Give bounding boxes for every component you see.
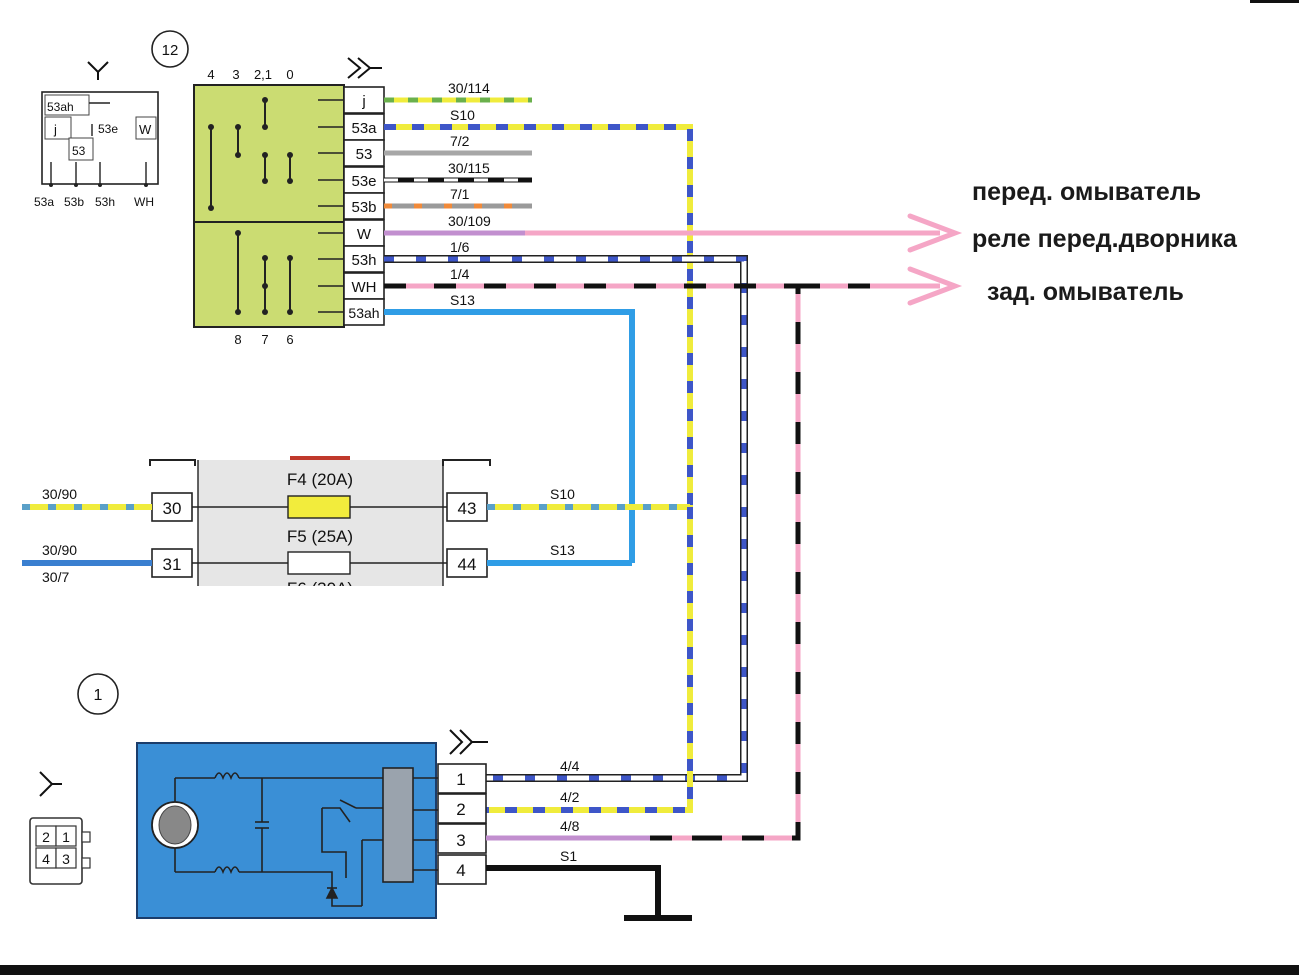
wire-label-7-1: 7/1 xyxy=(450,186,470,202)
steering-column-switch: 12 4 3 2,1 0 8 7 xyxy=(151,30,385,347)
pin-j: j xyxy=(361,93,365,110)
fuse-block: F4 (20A) F5 (25A) F6 (30A) 30 31 43 44 xyxy=(149,456,491,598)
switch-top-4: 4 xyxy=(207,67,214,82)
motor-conn-3: 3 xyxy=(62,851,70,867)
fuse-f5 xyxy=(287,551,351,575)
motor-conn-4: 4 xyxy=(42,851,50,867)
conn-bottom-53h: 53h xyxy=(95,195,115,209)
motor-conn-1: 1 xyxy=(62,829,70,845)
conn-cell-j: j xyxy=(53,122,57,137)
wire-label-30-114: 30/114 xyxy=(448,80,490,96)
wire-label-4-2: 4/2 xyxy=(560,789,580,805)
fuse-pin-31: 31 xyxy=(163,555,182,574)
fuse-pin-30: 30 xyxy=(163,499,182,518)
wire-label-7-2: 7/2 xyxy=(450,133,470,149)
fuse-f6-partial: F6 (30A) xyxy=(287,579,353,598)
motor-pin-2: 2 xyxy=(456,800,465,819)
switch-bottom-7: 7 xyxy=(261,332,268,347)
switch-top-0: 0 xyxy=(286,67,293,82)
pin-53h: 53h xyxy=(351,252,376,269)
fuse-pin-43: 43 xyxy=(458,499,477,518)
pin-53: 53 xyxy=(356,146,373,163)
wire-label-30-115: 30/115 xyxy=(448,160,490,176)
switch-top-3: 3 xyxy=(232,67,239,82)
wire-s13-switch xyxy=(384,309,635,563)
wire-label-s13-fuse: S13 xyxy=(550,542,575,558)
label-front-wiper-relay: реле перед.дворника xyxy=(972,225,1238,253)
conn-bottom-WH: WH xyxy=(134,195,154,209)
wire-label-s10-top: S10 xyxy=(450,107,475,123)
fuse-pin-44: 44 xyxy=(458,555,477,574)
wire-label-30-109: 30/109 xyxy=(448,213,491,229)
arrow-rear-washer xyxy=(907,266,963,306)
ground-wire xyxy=(486,865,692,921)
label-front-washer: перед. омыватель xyxy=(972,178,1201,206)
motor-ref: 1 xyxy=(94,687,103,704)
conn-cell-W: W xyxy=(139,122,152,137)
wire-label-1-4: 1/4 xyxy=(450,266,470,282)
wire-label-1-6: 1/6 xyxy=(450,239,470,255)
fuse-wires: 30/90 30/90 30/7 S10 S13 xyxy=(22,486,690,585)
pin-W: W xyxy=(357,226,372,243)
fuse-f4 xyxy=(287,495,351,519)
motor-pin-3: 3 xyxy=(456,831,465,850)
conn-bottom-53a: 53a xyxy=(34,195,54,209)
pin-53e: 53e xyxy=(351,173,376,190)
wire-4-2 xyxy=(486,507,693,813)
conn-cell-53: 53 xyxy=(72,144,86,158)
arrow-front-wiper-relay xyxy=(907,213,963,253)
wire-label-s1: S1 xyxy=(560,848,577,864)
top-right-mark xyxy=(1250,0,1299,3)
wire-label-s13-top: S13 xyxy=(450,292,475,308)
switch-connector-view: 53ah j 53e W 53 53a 53b 53h WH xyxy=(34,61,159,209)
pin-WH: WH xyxy=(352,279,377,296)
conn-cell-53ah: 53ah xyxy=(47,100,74,114)
switch-top-21: 2,1 xyxy=(254,67,272,82)
switch-bottom-8: 8 xyxy=(234,332,241,347)
switch-bottom-6: 6 xyxy=(286,332,293,347)
switch-ref: 12 xyxy=(162,42,179,59)
conn-bottom-53b: 53b xyxy=(64,195,84,209)
bottom-bar xyxy=(0,965,1299,975)
wire-label-30-90-a: 30/90 xyxy=(42,486,77,502)
motor-conn-2: 2 xyxy=(42,829,50,845)
wire-label-4-4: 4/4 xyxy=(560,758,580,774)
pin-53b: 53b xyxy=(351,199,376,216)
motor-control-module xyxy=(382,767,414,883)
switch-wires: 30/114 S10 7/2 30/115 7/1 30/109 1/6 1/4 xyxy=(384,80,940,841)
wiper-motor: 1 2 1 4 3 xyxy=(29,673,488,919)
label-rear-washer: зад. омыватель xyxy=(987,278,1184,306)
motor-pin-1: 1 xyxy=(456,770,465,789)
output-arrows xyxy=(907,213,963,306)
wire-s10-switch xyxy=(384,124,693,507)
wire-label-30-90-b: 30/90 xyxy=(42,542,77,558)
pin-53a: 53a xyxy=(351,120,377,137)
fuse-f5-label: F5 (25A) xyxy=(287,527,353,546)
wire-label-s10-fuse: S10 xyxy=(550,486,575,502)
wire-label-30-7: 30/7 xyxy=(42,569,69,585)
conn-cell-53e: 53e xyxy=(98,122,118,136)
wire-label-4-8: 4/8 xyxy=(560,818,580,834)
pin-53ah: 53ah xyxy=(348,305,379,321)
fuse-f4-label: F4 (20A) xyxy=(287,470,353,489)
motor-pin-4: 4 xyxy=(456,861,465,880)
